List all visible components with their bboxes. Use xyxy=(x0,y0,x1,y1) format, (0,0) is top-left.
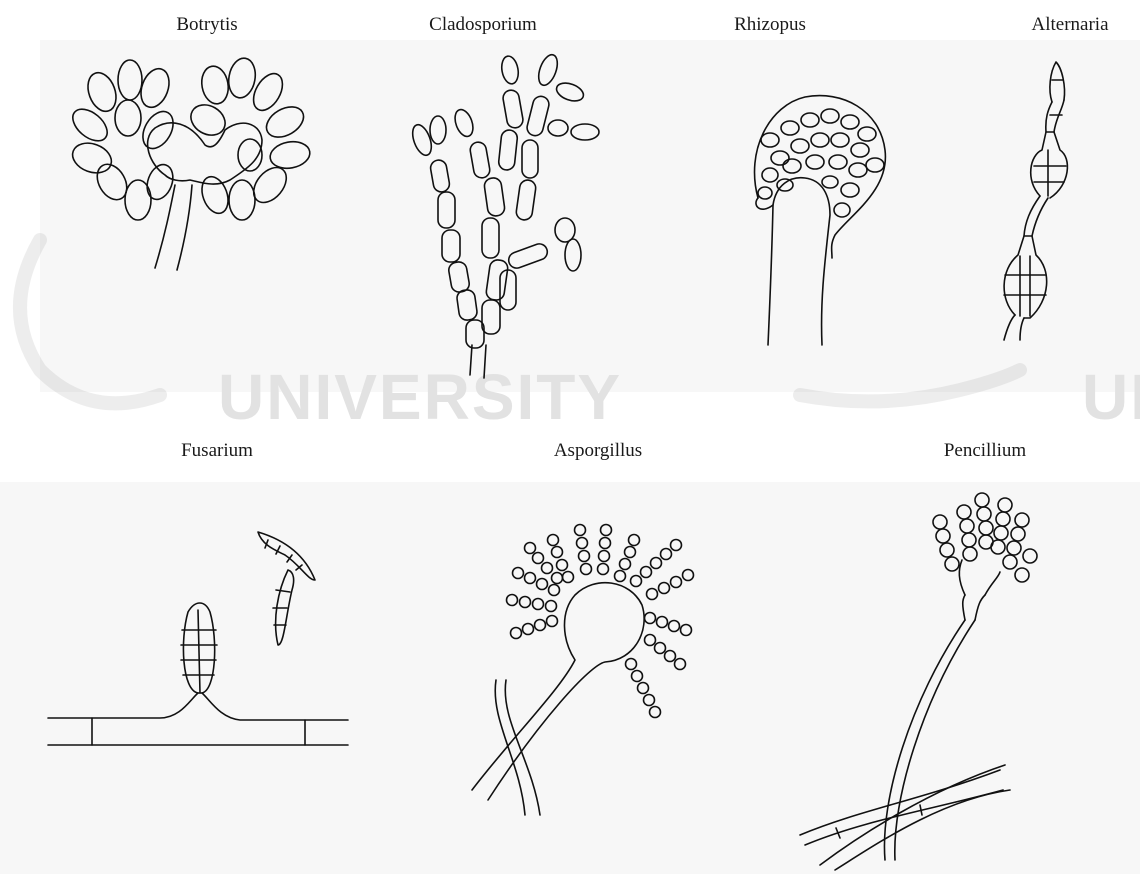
rhizopus-drawing xyxy=(755,96,886,345)
botrytis-drawing xyxy=(67,56,312,270)
cladosporium-drawing xyxy=(409,52,599,378)
fusarium-drawing xyxy=(48,532,348,745)
watermark-ring-right xyxy=(800,370,1020,401)
aspergillus-drawing xyxy=(472,525,694,816)
aspergillus-conidia-chains xyxy=(507,525,694,718)
penicillium-drawing xyxy=(800,493,1037,870)
alternaria-drawing xyxy=(1004,62,1067,340)
watermark-ring-left xyxy=(20,240,160,403)
